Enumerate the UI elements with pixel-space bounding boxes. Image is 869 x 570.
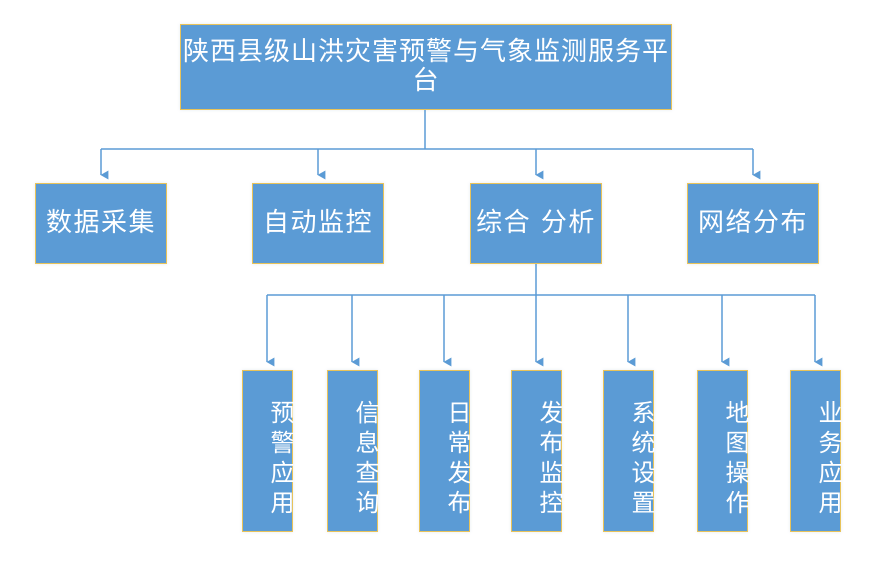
node-warning-application-label: 预警应用 <box>266 400 294 520</box>
node-map-operation[interactable]: 地图操作 <box>697 370 749 532</box>
node-information-query-label: 信息查询 <box>351 400 379 520</box>
node-auto-monitoring[interactable]: 自动监控 <box>252 183 384 264</box>
node-release-monitoring-label: 发布监控 <box>535 400 563 520</box>
node-information-query[interactable]: 信息查询 <box>327 370 379 532</box>
node-warning-application[interactable]: 预警应用 <box>242 370 294 532</box>
node-comprehensive-analysis[interactable]: 综合 分析 <box>470 183 602 264</box>
node-daily-release-label: 日常发布 <box>443 400 471 520</box>
node-daily-release[interactable]: 日常发布 <box>419 370 471 532</box>
node-business-application[interactable]: 业务应用 <box>790 370 842 532</box>
node-map-operation-label: 地图操作 <box>721 400 749 520</box>
node-data-collection[interactable]: 数据采集 <box>35 183 167 264</box>
node-release-monitoring[interactable]: 发布监控 <box>511 370 563 532</box>
node-business-application-label: 业务应用 <box>814 400 842 520</box>
node-network-distribution[interactable]: 网络分布 <box>687 183 819 264</box>
node-system-settings[interactable]: 系统设置 <box>603 370 655 532</box>
node-system-settings-label: 系统设置 <box>627 400 655 520</box>
node-platform-root[interactable]: 陕西县级山洪灾害预警与气象监测服务平台 <box>180 24 672 110</box>
